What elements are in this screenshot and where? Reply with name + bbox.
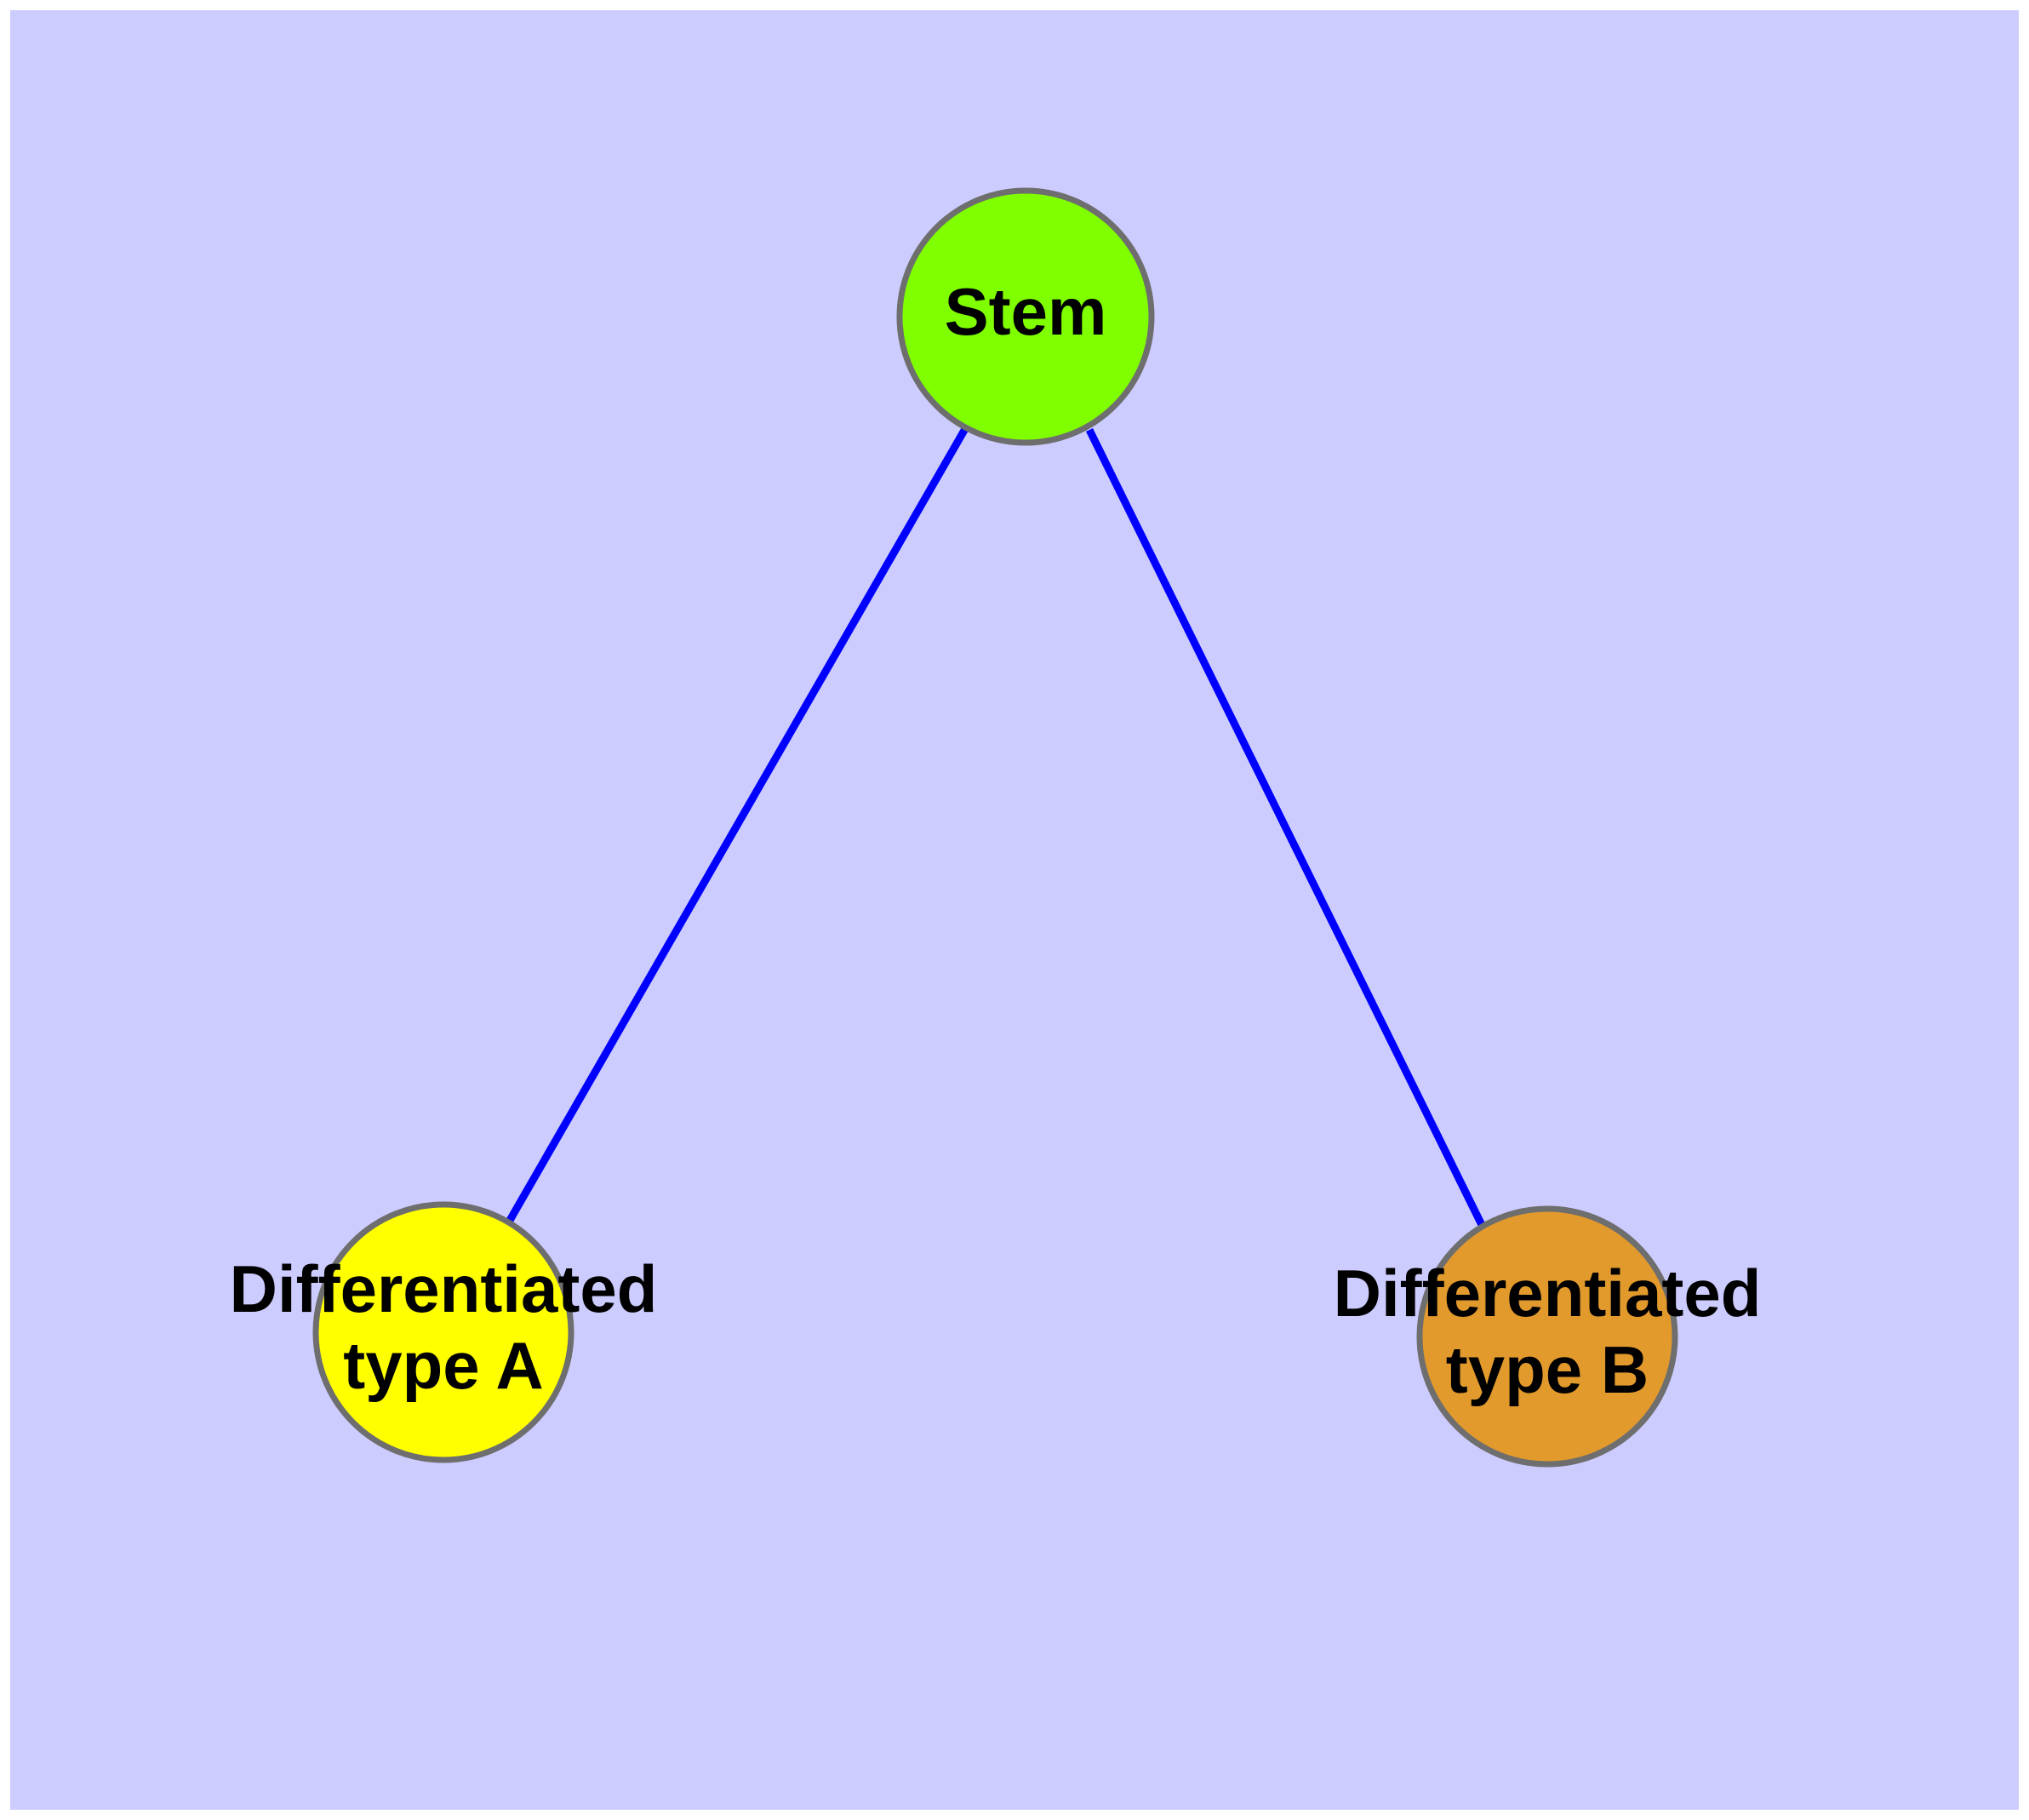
- edge-layer: [505, 425, 1487, 1228]
- node-differentiated-type-a[interactable]: [312, 1201, 574, 1463]
- edge-stem-to-diff-b[interactable]: [1085, 428, 1487, 1228]
- node-stem[interactable]: [896, 187, 1155, 446]
- edge-stem-to-diff-a[interactable]: [505, 425, 969, 1226]
- node-layer: [312, 187, 1678, 1468]
- node-differentiated-type-b[interactable]: [1416, 1205, 1678, 1468]
